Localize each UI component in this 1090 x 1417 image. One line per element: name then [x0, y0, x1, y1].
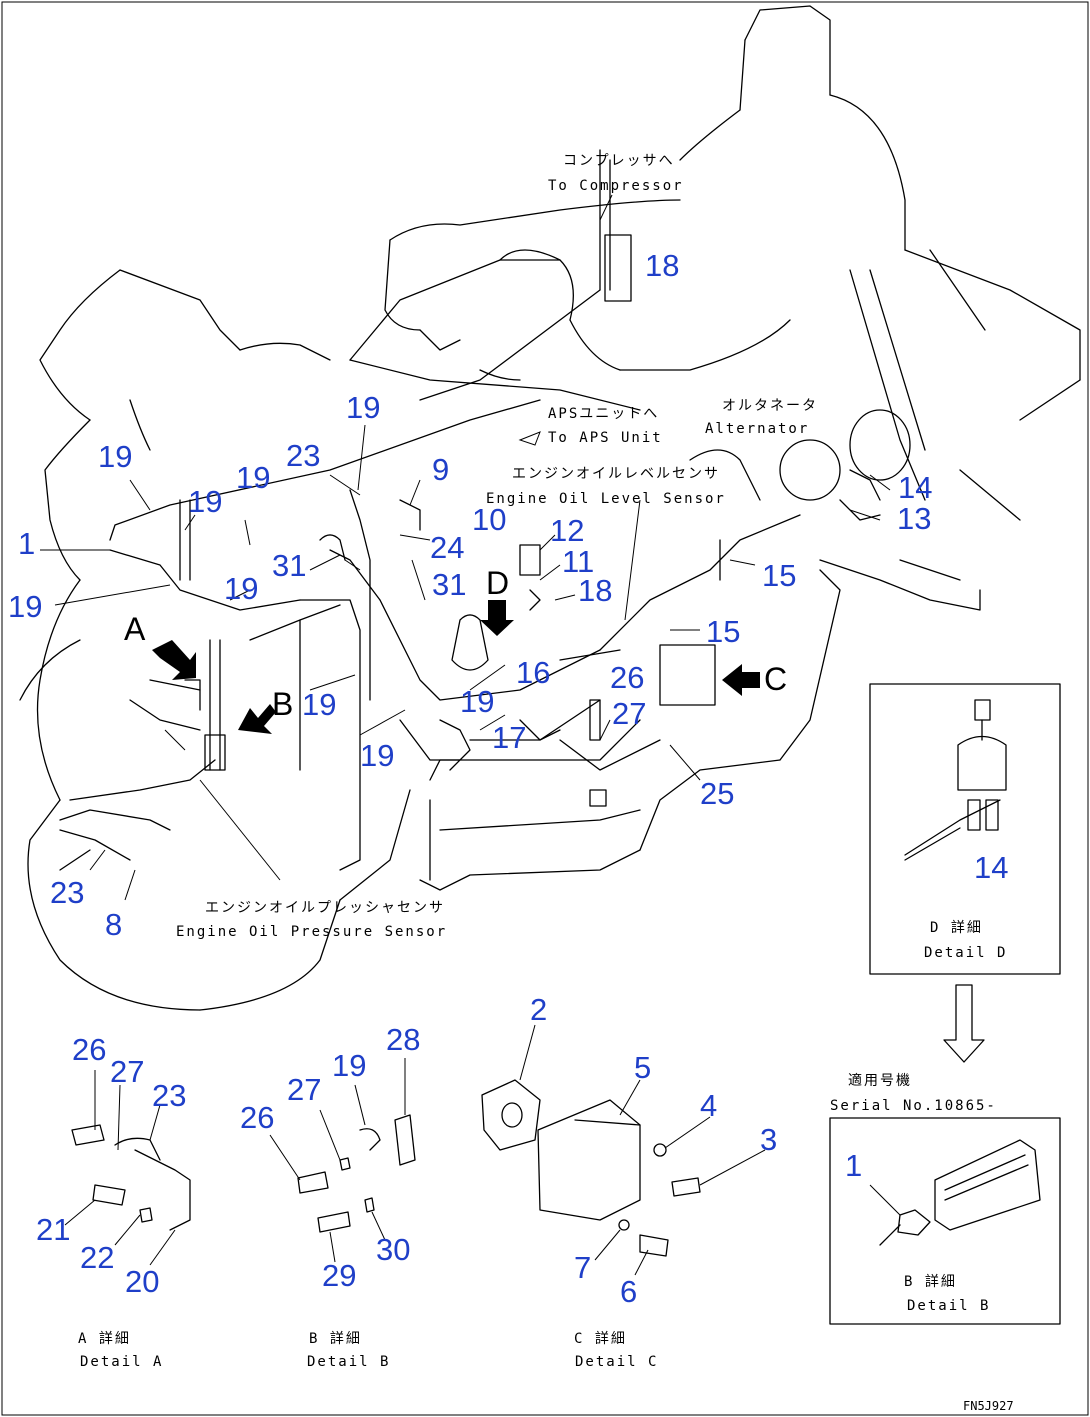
part-number: 8 — [105, 907, 122, 942]
part-number: 17 — [492, 720, 526, 755]
part-number: 16 — [516, 655, 550, 690]
level-sensor-label-jp: エンジンオイルレベルセンサ — [512, 466, 720, 482]
part-number: 19 — [236, 460, 270, 495]
part-number: 26 — [72, 1032, 106, 1067]
part-number: 18 — [645, 248, 679, 283]
view-c-arrow — [722, 664, 760, 696]
part-number: 28 — [386, 1022, 420, 1057]
inset-detail-b: 1 B 詳細 Detail B — [829, 1117, 1061, 1325]
part-number: 31 — [272, 548, 306, 583]
part-number: 31 — [432, 567, 466, 602]
view-a-arrow — [152, 640, 196, 680]
part-number: 9 — [432, 452, 449, 487]
aps-label-jp: APSユニットへ — [548, 406, 659, 422]
main-view-part-numbers: 18 19 23 19 19 19 9 14 13 1 10 12 11 24 … — [8, 248, 932, 942]
controller-box — [659, 644, 716, 706]
detail-c-title-en: Detail C — [575, 1354, 658, 1370]
view-letter-b: B — [272, 686, 293, 722]
down-arrow-icon — [943, 984, 985, 1063]
part-number: 22 — [80, 1240, 114, 1275]
part-number: 26 — [240, 1100, 274, 1135]
part-number: 7 — [574, 1250, 591, 1285]
pressure-sensor-label-en: Engine Oil Pressure Sensor — [176, 924, 447, 940]
part-number: 19 — [460, 684, 494, 719]
part-number: 29 — [322, 1258, 356, 1293]
part-number: 2 — [530, 992, 547, 1027]
view-b-arrow — [238, 704, 276, 734]
view-arrows — [152, 600, 760, 734]
part-number: 6 — [620, 1274, 637, 1309]
part-number: 26 — [610, 660, 644, 695]
serial-label-jp: 適用号機 — [848, 1072, 912, 1089]
view-letter-d: D — [486, 565, 509, 601]
inset-b-part-1: 1 — [845, 1148, 862, 1183]
compressor-label-en: To Compressor — [548, 178, 684, 194]
engine-linework — [19, 5, 1081, 1011]
pressure-sensor-label-jp: エンジンオイルプレッシャセンサ — [205, 900, 445, 916]
part-number: 1 — [18, 526, 35, 561]
part-number: 21 — [36, 1212, 70, 1247]
part-number: 19 — [302, 687, 336, 722]
detail-b-title-en: Detail B — [307, 1354, 390, 1370]
compressor-label-jp: コンプレッサへ — [563, 153, 675, 169]
part-number: 19 — [8, 589, 42, 624]
view-letter-a: A — [124, 611, 146, 647]
inset-d-title-en: Detail D — [924, 945, 1007, 961]
part-number: 19 — [188, 484, 222, 519]
part-number: 12 — [550, 513, 584, 548]
detail-a-group: 26 27 23 21 22 20 A 詳細 Detail A — [36, 1032, 191, 1370]
part-number: 20 — [125, 1264, 159, 1299]
part-number: 23 — [286, 438, 320, 473]
part-number: 11 — [562, 544, 594, 579]
part-number: 30 — [376, 1232, 410, 1267]
part-number: 27 — [612, 696, 646, 731]
part-number: 27 — [110, 1054, 144, 1089]
view-letter-c: C — [764, 661, 787, 697]
part-number: 23 — [50, 875, 84, 910]
detail-c-title-jp: C 詳細 — [574, 1331, 627, 1347]
part-number: 19 — [346, 390, 380, 425]
part-number: 19 — [224, 571, 258, 606]
part-number: 15 — [762, 558, 796, 593]
part-number: 19 — [332, 1048, 366, 1083]
inset-d-part-14: 14 — [974, 850, 1008, 885]
part-number: 5 — [634, 1050, 651, 1085]
inset-d-title-jp: D 詳細 — [930, 920, 983, 936]
part-number: 3 — [760, 1122, 777, 1157]
drawing-code: FN5J927 — [963, 1399, 1014, 1413]
part-number: 10 — [472, 502, 506, 537]
part-number: 27 — [287, 1072, 321, 1107]
part-number: 18 — [578, 573, 612, 608]
level-sensor-label-en: Engine Oil Level Sensor — [486, 491, 726, 507]
level-sensor — [451, 614, 489, 671]
part-number: 24 — [430, 530, 464, 565]
part-number: 19 — [360, 738, 394, 773]
inset-detail-d: 14 D 詳細 Detail D — [869, 683, 1061, 975]
part-number: 19 — [98, 439, 132, 474]
view-d-arrow — [480, 600, 514, 636]
part-number: 15 — [706, 614, 740, 649]
serial-label-en: Serial No.10865- — [830, 1098, 997, 1114]
alternator-label-en: Alternator — [705, 421, 809, 437]
wiring-harness — [40, 149, 891, 901]
part-number: 4 — [700, 1088, 717, 1123]
part-number: 23 — [152, 1078, 186, 1113]
detail-b-group: 26 27 19 28 29 30 B 詳細 Detail B — [240, 1022, 420, 1370]
detail-a-title-jp: A 詳細 — [78, 1331, 131, 1347]
inset-b-title-en: Detail B — [907, 1298, 990, 1314]
alternator-label-jp: オルタネータ — [722, 398, 818, 414]
inset-b-title-jp: B 詳細 — [904, 1274, 957, 1290]
detail-b-title-jp: B 詳細 — [309, 1331, 362, 1347]
part-number: 14 — [898, 470, 932, 505]
aps-label-en: To APS Unit — [548, 430, 663, 446]
detail-c-group: 2 5 4 3 7 6 C 詳細 Detail C — [481, 992, 777, 1370]
part-number: 13 — [897, 501, 931, 536]
detail-a-title-en: Detail A — [80, 1354, 163, 1370]
part-number: 25 — [700, 776, 734, 811]
